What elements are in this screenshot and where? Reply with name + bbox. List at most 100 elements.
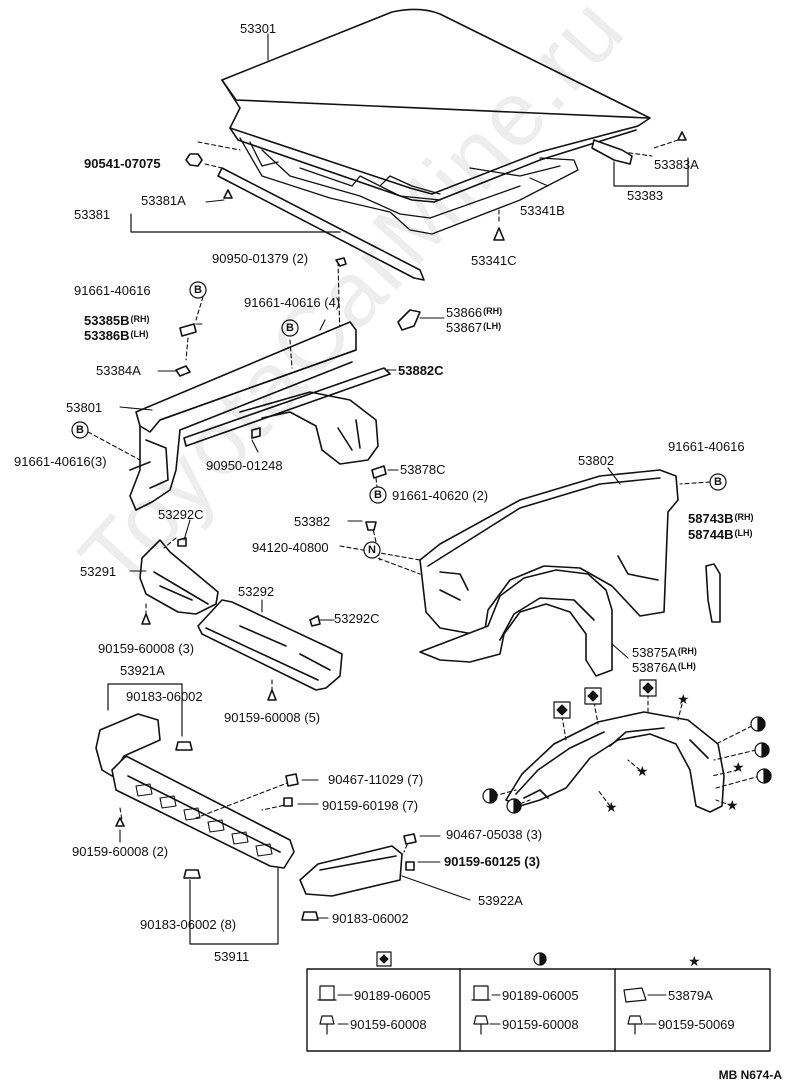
- label-leaders-fender: [347, 467, 629, 659]
- label-53384a: 53384A: [96, 363, 141, 378]
- wheel-liner-detail: [505, 711, 725, 813]
- label-58743b: 58743B(RH): [688, 510, 754, 526]
- label-53386b-side: (LH): [130, 329, 149, 339]
- hood-seal-strip: [217, 167, 425, 281]
- label-leaders-shield: [129, 519, 335, 621]
- label-53383: 53383: [627, 188, 664, 203]
- label-53382: 53382: [294, 514, 331, 529]
- symbol-n: N: [368, 544, 376, 556]
- fender-moulding: [705, 563, 721, 623]
- label-53381: 53381: [74, 207, 111, 222]
- symbol-b-5: B: [714, 476, 722, 488]
- label-53385b-number: 53385B: [84, 313, 130, 328]
- label-90950-01379: 90950-01379 (2): [212, 251, 309, 266]
- label-53866-number: 53866: [446, 305, 483, 320]
- label-53875a: 53875A(RH): [632, 644, 697, 660]
- circled-letter-n-symbol: [363, 541, 381, 559]
- label-90467-05038: 90467-05038 (3): [446, 827, 543, 842]
- label-90159-60125: 90159-60125 (3): [444, 854, 541, 869]
- label-53386b-number: 53386B: [84, 328, 130, 343]
- label-leaders-top: [205, 33, 549, 331]
- label-90183-06002-top: 90183-06002: [126, 689, 203, 704]
- apron-brackets: [175, 309, 421, 479]
- label-53878c: 53878C: [400, 462, 446, 477]
- label-53875a-side: (RH): [677, 646, 697, 656]
- label-58744b: 58744B(LH): [688, 526, 753, 542]
- label-53875a-number: 53875A: [632, 645, 677, 660]
- hood-panel: [221, 8, 651, 203]
- spoiler-fasteners: [115, 741, 417, 921]
- label-53292: 53292: [238, 584, 275, 599]
- label-leaders-spoiler: [119, 779, 471, 919]
- label-91661-40616-right: 91661-40616: [668, 439, 745, 454]
- label-53386b: 53386B(LH): [84, 327, 149, 343]
- label-90541-07075: 90541-07075: [84, 156, 161, 171]
- label-53866-side: (RH): [483, 306, 503, 316]
- fender-apron: [129, 321, 357, 511]
- label-91661-40616-x4: 91661-40616 (4): [244, 295, 341, 310]
- hood-stop-bracket: [591, 139, 633, 165]
- label-53802: 53802: [578, 453, 615, 468]
- legend-col2-row2: 90159-60008: [502, 1017, 579, 1032]
- label-53292c-top: 53292C: [158, 507, 204, 522]
- splash-shield-53291: [139, 539, 219, 615]
- circled-letter-b-symbols: [71, 281, 727, 504]
- label-58743b-number: 58743B: [688, 511, 734, 526]
- label-53867-number: 53867: [446, 320, 483, 335]
- svg-text:★: ★: [688, 954, 701, 970]
- bracket-lines-spoiler: [107, 683, 279, 945]
- symbol-half-circles: [482, 716, 772, 966]
- label-53292c-mid: 53292C: [334, 611, 380, 626]
- legend-table: [306, 968, 771, 1052]
- label-53876a-side: (LH): [677, 661, 696, 671]
- fender-apron-brace: [183, 367, 391, 465]
- label-58744b-side: (LH): [734, 528, 753, 538]
- svg-text:★: ★: [636, 764, 649, 780]
- label-53385b: 53385B(RH): [84, 312, 150, 328]
- label-53882c: 53882C: [398, 363, 444, 378]
- spoiler-side-left: [95, 713, 161, 777]
- legend-col2-row1: 90189-06005: [502, 988, 579, 1003]
- label-53385b-side: (RH): [130, 314, 150, 324]
- fender-bolts: [365, 521, 377, 531]
- label-91661-40620: 91661-40620 (2): [392, 488, 489, 503]
- spoiler-side-right: [299, 845, 403, 897]
- splash-shield-53292: [197, 599, 343, 691]
- label-90159-60008-x2: 90159-60008 (2): [72, 844, 169, 859]
- label-91661-40616-top: 91661-40616: [74, 283, 151, 298]
- legend-part-icons: [317, 985, 647, 1035]
- symbol-b-2: B: [286, 322, 294, 334]
- label-90183-06002-mid: 90183-06002: [332, 911, 409, 926]
- label-53341b: 53341B: [520, 203, 565, 218]
- symbol-diamonds: [376, 679, 657, 967]
- label-58743b-side: (RH): [734, 512, 754, 522]
- legend-col1-row2: 90159-60008: [350, 1017, 427, 1032]
- svg-text:★: ★: [726, 798, 739, 814]
- label-53801: 53801: [66, 400, 103, 415]
- symbol-b-1: B: [194, 284, 202, 296]
- label-53922a: 53922A: [478, 893, 523, 908]
- hood-fasteners: [185, 131, 687, 267]
- label-leaders-apron: [119, 317, 445, 471]
- svg-text:★: ★: [732, 760, 745, 776]
- label-90159-60198: 90159-60198 (7): [322, 798, 419, 813]
- label-53291: 53291: [80, 564, 117, 579]
- label-53383a: 53383A: [654, 157, 699, 172]
- label-53876a: 53876A(LH): [632, 659, 696, 675]
- legend-col3-row2: 90159-50069: [658, 1017, 735, 1032]
- legend-col1-row1: 90189-06005: [354, 988, 431, 1003]
- legend-leaders: [337, 994, 667, 1025]
- label-53911: 53911: [214, 949, 250, 964]
- label-53921a: 53921A: [120, 663, 165, 678]
- label-90950-01248: 90950-01248: [206, 458, 283, 473]
- label-53867: 53867(LH): [446, 319, 501, 335]
- symbol-b-4: B: [374, 489, 382, 501]
- legend-col3-row1: 53879A: [668, 988, 713, 1003]
- label-90467-11029: 90467-11029 (7): [328, 772, 424, 787]
- bracket-lines-top: [130, 157, 689, 233]
- spoiler-center: [111, 755, 295, 869]
- hood-inner-frame: [239, 137, 579, 235]
- svg-text:★: ★: [677, 692, 690, 708]
